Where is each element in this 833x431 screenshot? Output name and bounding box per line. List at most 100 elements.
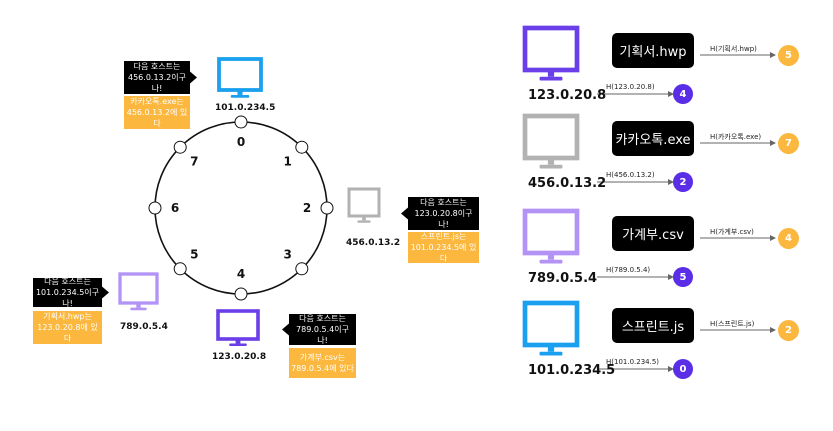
ring-node-number-3: 3 xyxy=(283,248,291,262)
ring-node-number-5: 5 xyxy=(190,248,198,262)
ring-node-number-7: 7 xyxy=(190,154,198,168)
ring-server-ip: 456.0.13.2 xyxy=(346,238,401,248)
callout-text: 다음 호스트는 456.0.13.2이구나! xyxy=(126,61,188,94)
note-line: 789.0.5.4에 있다 xyxy=(291,364,354,373)
file-name-box: 기획서.hwp xyxy=(612,33,694,68)
ring-node-7 xyxy=(173,140,187,154)
ring-server-0-monitor-icon-base xyxy=(230,94,250,98)
server-ip: 789.0.5.4 xyxy=(528,271,598,286)
file-hash-arrowhead xyxy=(770,140,776,146)
file-hash-label: H(기획서.hwp) xyxy=(710,45,757,53)
file-location-note: 스프린트.js는 101.0.234.5에 있다 xyxy=(408,232,479,263)
callout-line: 다음 호스트는 xyxy=(133,62,181,71)
callout-pointer xyxy=(190,71,197,84)
ring-server-ip: 123.0.20.8 xyxy=(212,352,267,362)
ring-server-1-monitor-icon-stand xyxy=(362,216,366,221)
callout-line: 101.0.234.5이구나! xyxy=(35,288,100,308)
ring-server-3-monitor-icon-stand xyxy=(136,303,141,308)
hash-row-1-monitor-icon-stand xyxy=(547,158,555,165)
ring-node-1 xyxy=(295,140,309,154)
callout-text: 다음 호스트는 789.0.5.4이구나! xyxy=(291,313,354,346)
file-name-box: 스프린트.js xyxy=(612,308,694,343)
server-hash-arrowhead xyxy=(668,366,674,372)
hash-row-0-monitor-icon xyxy=(522,25,580,73)
server-hash-arrowhead xyxy=(668,274,674,280)
ring-node-0 xyxy=(234,115,248,129)
ring-server-0-monitor-icon xyxy=(217,57,263,92)
ring-node-4 xyxy=(234,287,248,301)
callout-pointer xyxy=(102,286,109,299)
hash-row-1-monitor-icon xyxy=(522,113,580,161)
file-hash-badge: 5 xyxy=(778,45,799,66)
ring-server-2-monitor-icon-stand xyxy=(235,339,241,344)
note-line: 카카오톡.exe는 xyxy=(130,97,184,106)
server-hash-arrowhead xyxy=(668,91,674,97)
file-hash-arrowhead xyxy=(770,327,776,333)
hash-row-2-monitor-icon xyxy=(522,208,580,256)
ring-node-number-4: 4 xyxy=(237,267,245,281)
ring-server-ip: 789.0.5.4 xyxy=(120,322,168,332)
note-line: 기획서.hwp는 xyxy=(43,312,92,321)
server-hash-label: H(789.0.5.4) xyxy=(606,266,651,274)
file-hash-badge: 2 xyxy=(778,320,799,341)
hash-row-3-monitor-icon-base xyxy=(539,351,563,356)
callout-line: 123.0.20.8이구나! xyxy=(414,209,473,229)
hash-row-3-monitor-icon xyxy=(522,300,580,348)
file-hash-badge: 7 xyxy=(778,133,799,154)
file-hash-arrowhead xyxy=(770,235,776,241)
callout-text: 다음 호스트는 101.0.234.5이구나! xyxy=(35,276,100,309)
ring-server-ip: 101.0.234.5 xyxy=(215,103,276,113)
ring-node-number-6: 6 xyxy=(171,201,179,215)
ring-node-number-2: 2 xyxy=(303,201,311,215)
note-line: 123.0.20.8에 있다 xyxy=(37,323,98,343)
callout-line: 456.0.13.2이구나! xyxy=(128,73,186,93)
next-host-callout: 다음 호스트는 101.0.234.5이구나! xyxy=(33,276,102,309)
server-hash-badge: 5 xyxy=(673,267,693,287)
ring-server-3-monitor-icon xyxy=(118,272,159,305)
file-hash-badge: 4 xyxy=(778,228,799,249)
ring-node-number-1: 1 xyxy=(283,154,291,168)
note-text: 스프린트.js는 101.0.234.5에 있다 xyxy=(410,231,477,264)
file-hash-label: H(가계부.csv) xyxy=(710,228,754,236)
ring-server-1-monitor-icon xyxy=(347,187,381,218)
file-location-note: 가계부.csv는 789.0.5.4에 있다 xyxy=(289,348,356,378)
file-hash-label: H(카카오톡.exe) xyxy=(710,133,762,141)
next-host-callout: 다음 호스트는 123.0.20.8이구나! xyxy=(408,197,479,230)
server-hash-label: H(456.0.13.2) xyxy=(606,171,655,179)
hash-row-2-monitor-icon-base xyxy=(539,259,563,264)
ring-server-2-monitor-icon-base xyxy=(229,343,247,346)
next-host-callout: 다음 호스트는 456.0.13.2이구나! xyxy=(124,61,190,94)
server-hash-label: H(123.0.20.8) xyxy=(606,83,655,91)
note-line: 101.0.234.5에 있다 xyxy=(410,243,477,263)
callout-line: 다음 호스트는 xyxy=(299,314,346,323)
callout-pointer xyxy=(282,323,289,336)
file-hash-arrowhead xyxy=(770,52,776,58)
server-hash-badge: 4 xyxy=(673,84,693,104)
hash-row-0-monitor-icon-stand xyxy=(547,70,555,77)
server-ip: 456.0.13.2 xyxy=(528,176,607,191)
ring-node-2 xyxy=(320,201,334,215)
ring-node-6 xyxy=(148,201,162,215)
ring-server-2-monitor-icon xyxy=(216,309,260,341)
note-text: 기획서.hwp는 123.0.20.8에 있다 xyxy=(35,311,100,344)
file-name-box: 카카오톡.exe xyxy=(612,121,694,156)
server-ip: 101.0.234.5 xyxy=(528,363,616,378)
server-ip: 123.0.20.8 xyxy=(528,88,607,103)
server-hash-badge: 0 xyxy=(673,359,693,379)
note-line: 가계부.csv는 xyxy=(299,353,346,362)
callout-line: 다음 호스트는 xyxy=(420,198,467,207)
hash-row-0-monitor-icon-base xyxy=(539,76,563,81)
note-line: 스프린트.js는 xyxy=(420,232,467,241)
hash-row-3-monitor-icon-stand xyxy=(547,345,555,352)
hash-row-2-monitor-icon-stand xyxy=(547,253,555,260)
hash-row-1-monitor-icon-base xyxy=(539,164,563,169)
server-hash-label: H(101.0.234.5) xyxy=(606,358,660,366)
callout-line: 다음 호스트는 xyxy=(44,277,91,286)
ring-node-3 xyxy=(295,262,309,276)
file-location-note: 기획서.hwp는 123.0.20.8에 있다 xyxy=(33,311,102,344)
callout-line: 789.0.5.4이구나! xyxy=(296,325,349,345)
ring-server-0-monitor-icon-stand xyxy=(237,90,243,95)
file-name-box: 가계부.csv xyxy=(612,216,694,251)
